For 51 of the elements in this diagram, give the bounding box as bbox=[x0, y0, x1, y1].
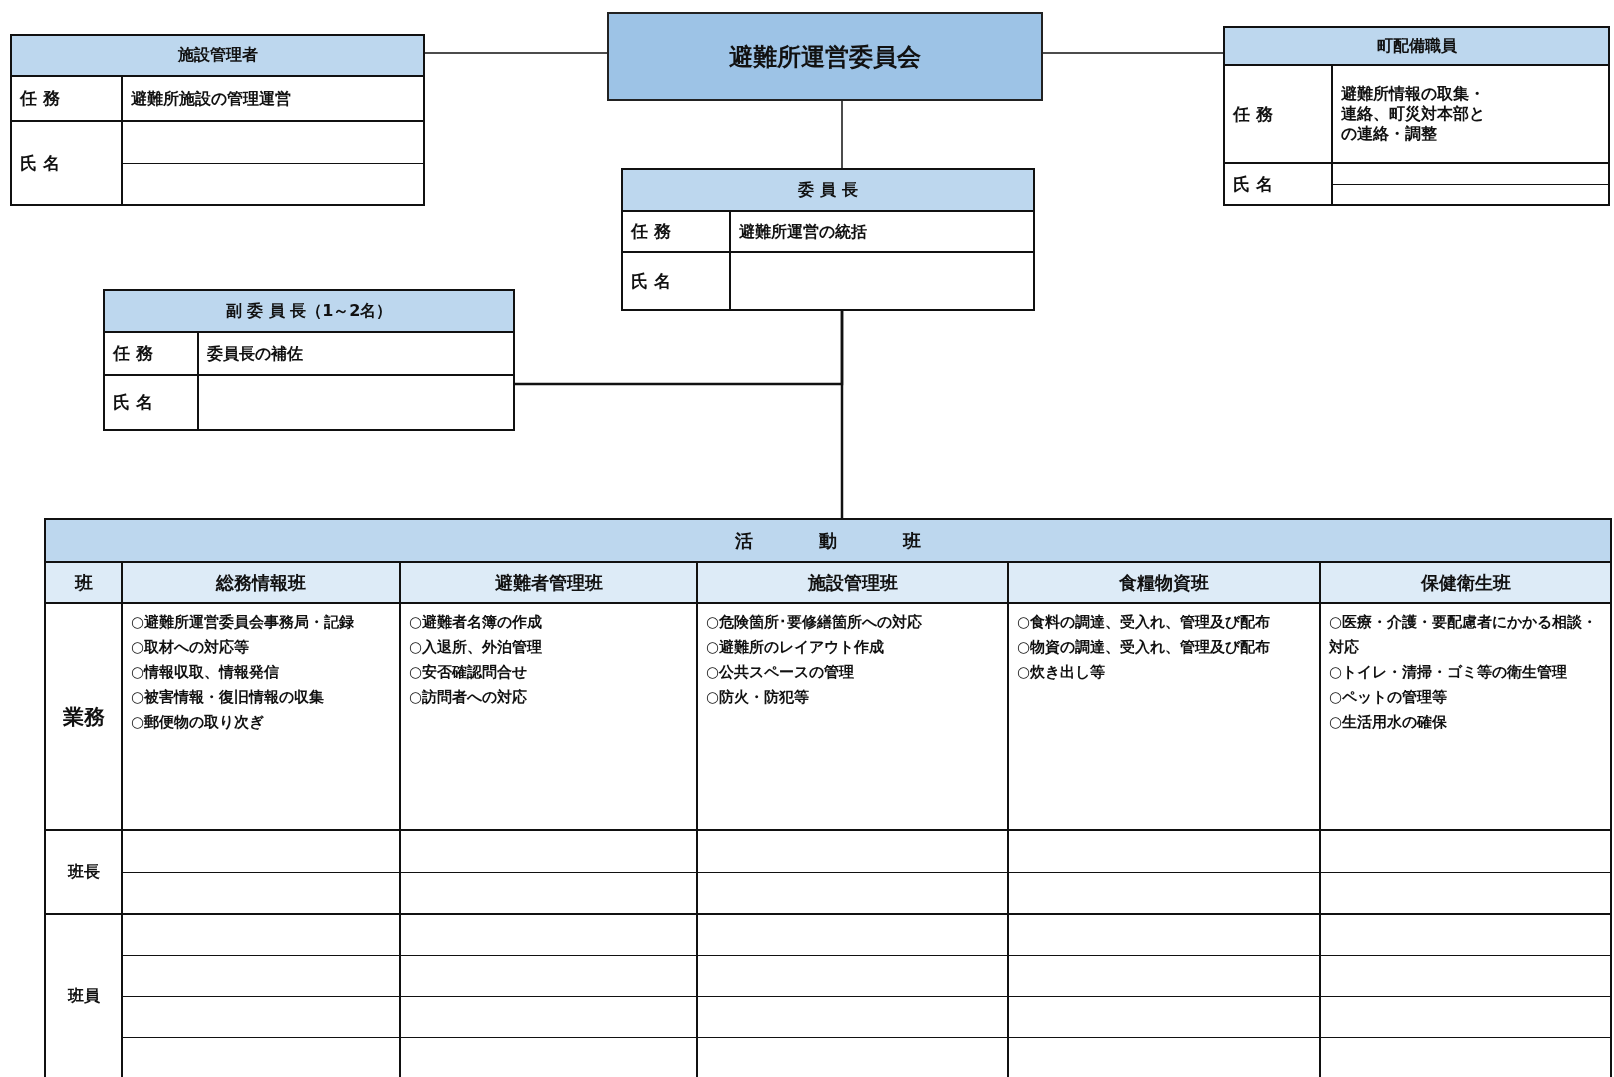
duty-item: ○炊き出し等 bbox=[1017, 662, 1107, 683]
header-cell: 班 bbox=[45, 562, 122, 603]
label-cell: 氏 名 bbox=[104, 375, 198, 430]
label-cell: 氏 名 bbox=[11, 121, 122, 205]
duty-item: ○危険箇所･要修繕箇所への対応 bbox=[706, 612, 924, 633]
duty-item: ○情報収取、情報発信 bbox=[131, 662, 281, 683]
label-cell: 任 務 bbox=[11, 76, 122, 121]
duty-cell: 避難所情報の取集・連絡、町災対本部との連絡・調整 bbox=[1332, 65, 1609, 163]
duty-item: ○被害情報・復旧情報の収集 bbox=[131, 687, 326, 708]
label-cell: 氏 名 bbox=[622, 252, 730, 310]
header-cell: 避難者管理班 bbox=[400, 562, 697, 603]
duty-cell: 委員長の補佐 bbox=[198, 332, 514, 375]
header-cell: 活 動 班 bbox=[45, 519, 1612, 562]
header-cell: 食糧物資班 bbox=[1008, 562, 1320, 603]
header-cell: 施設管理班 bbox=[697, 562, 1008, 603]
header-cell: 保健衛生班 bbox=[1320, 562, 1612, 603]
label-cell: 任 務 bbox=[1224, 65, 1332, 163]
header-cell: 施設管理者 bbox=[11, 35, 424, 76]
duty-item: ○入退所、外泊管理 bbox=[409, 637, 544, 658]
connector-line bbox=[515, 309, 844, 386]
duty-item: ○医療・介護・要配慮者にかかる相談・対応 bbox=[1329, 612, 1599, 658]
duty-item: ○生活用水の確保 bbox=[1329, 712, 1449, 733]
duty-item: ○食料の調達、受入れ、管理及び配布 bbox=[1017, 612, 1272, 633]
duty-item: ○安否確認問合せ bbox=[409, 662, 529, 683]
label-cell: 業務 bbox=[45, 603, 122, 830]
header-cell: 副 委 員 長（1～2名） bbox=[104, 290, 514, 332]
duty-cell: 避難所施設の管理運営 bbox=[122, 76, 424, 121]
header-cell: 委 員 長 bbox=[622, 169, 1034, 211]
duty-item: ○訪問者への対応 bbox=[409, 687, 529, 708]
label-cell: 氏 名 bbox=[1224, 163, 1332, 205]
connector-line bbox=[1042, 52, 1224, 54]
connector-line bbox=[424, 52, 608, 54]
duty-item: ○避難所のレイアウト作成 bbox=[706, 637, 886, 658]
connector-line bbox=[841, 100, 843, 169]
duty-item: ○物資の調達、受入れ、管理及び配布 bbox=[1017, 637, 1272, 658]
duty-item: ○公共スペースの管理 bbox=[706, 662, 856, 683]
duty-item: ○トイレ・清掃・ゴミ等の衛生管理 bbox=[1329, 662, 1569, 683]
header-cell: 総務情報班 bbox=[122, 562, 400, 603]
duty-item: ○郵便物の取り次ぎ bbox=[131, 712, 266, 733]
duty-item: ○避難所運営委員会事務局・記録 bbox=[131, 612, 356, 633]
duty-item: ○取材への対応等 bbox=[131, 637, 251, 658]
header-cell: 町配備職員 bbox=[1224, 27, 1609, 65]
duty-item: ○防火・防犯等 bbox=[706, 687, 811, 708]
label-cell: 任 務 bbox=[622, 211, 730, 252]
duty-item: ○避難者名簿の作成 bbox=[409, 612, 544, 633]
label-cell: 班長 bbox=[45, 830, 122, 914]
duty-item: ○ペットの管理等 bbox=[1329, 687, 1449, 708]
committee-box: 避難所運営委員会 bbox=[607, 12, 1043, 101]
label-cell: 任 務 bbox=[104, 332, 198, 375]
duty-cell: 避難所運営の統括 bbox=[730, 211, 1034, 252]
label-cell: 班員 bbox=[45, 914, 122, 1077]
